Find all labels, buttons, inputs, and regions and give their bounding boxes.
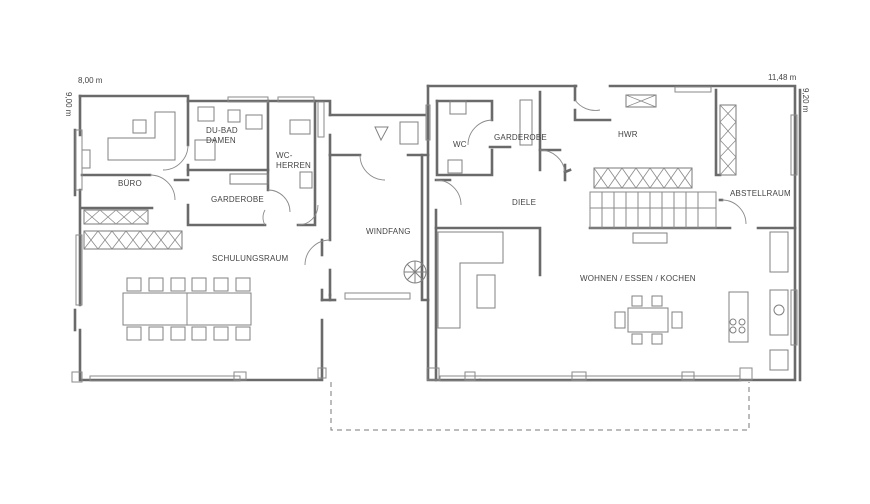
label-hwr: HWR bbox=[618, 130, 638, 139]
right-wing-walls bbox=[426, 84, 802, 382]
label-garderobe-left: GARDEROBE bbox=[211, 195, 264, 204]
label-wc-herren-2: HERREN bbox=[276, 161, 311, 170]
dim-right-width: 11,48 m bbox=[768, 73, 797, 82]
dim-right-height: 9,20 m bbox=[801, 88, 810, 113]
doors bbox=[149, 99, 747, 266]
windfang-fixtures bbox=[374, 126, 427, 284]
label-abstellraum: ABSTELLRAUM bbox=[730, 189, 791, 198]
label-du-bad-2: DAMEN bbox=[206, 136, 236, 145]
windfang-walls bbox=[320, 113, 430, 302]
label-garderobe-right: GARDEROBE bbox=[494, 133, 547, 142]
left-wing-walls bbox=[73, 94, 332, 382]
cupboards bbox=[83, 94, 737, 250]
kitchen-counters bbox=[437, 231, 789, 371]
label-buero: BÜRO bbox=[118, 179, 142, 188]
stairs bbox=[589, 191, 717, 244]
windows bbox=[71, 86, 798, 383]
label-windfang: WINDFANG bbox=[366, 227, 411, 236]
label-diele: DIELE bbox=[512, 198, 536, 207]
dining-table bbox=[614, 295, 683, 345]
training-tables bbox=[122, 277, 252, 341]
label-wohnen: WOHNEN / ESSEN / KOCHEN bbox=[580, 274, 696, 283]
label-schulungsraum: SCHULUNGSRAUM bbox=[212, 254, 289, 263]
office-desk bbox=[81, 111, 176, 169]
label-wc-herren-1: WC- bbox=[276, 151, 293, 160]
dim-left-height: 9,00 m bbox=[64, 92, 73, 117]
label-wc: WC bbox=[453, 140, 467, 149]
label-du-bad-1: DU-BAD bbox=[206, 126, 238, 135]
sanitary-fixtures bbox=[194, 99, 533, 189]
terrace-outline bbox=[330, 382, 750, 431]
dim-left-width: 8,00 m bbox=[78, 76, 103, 85]
